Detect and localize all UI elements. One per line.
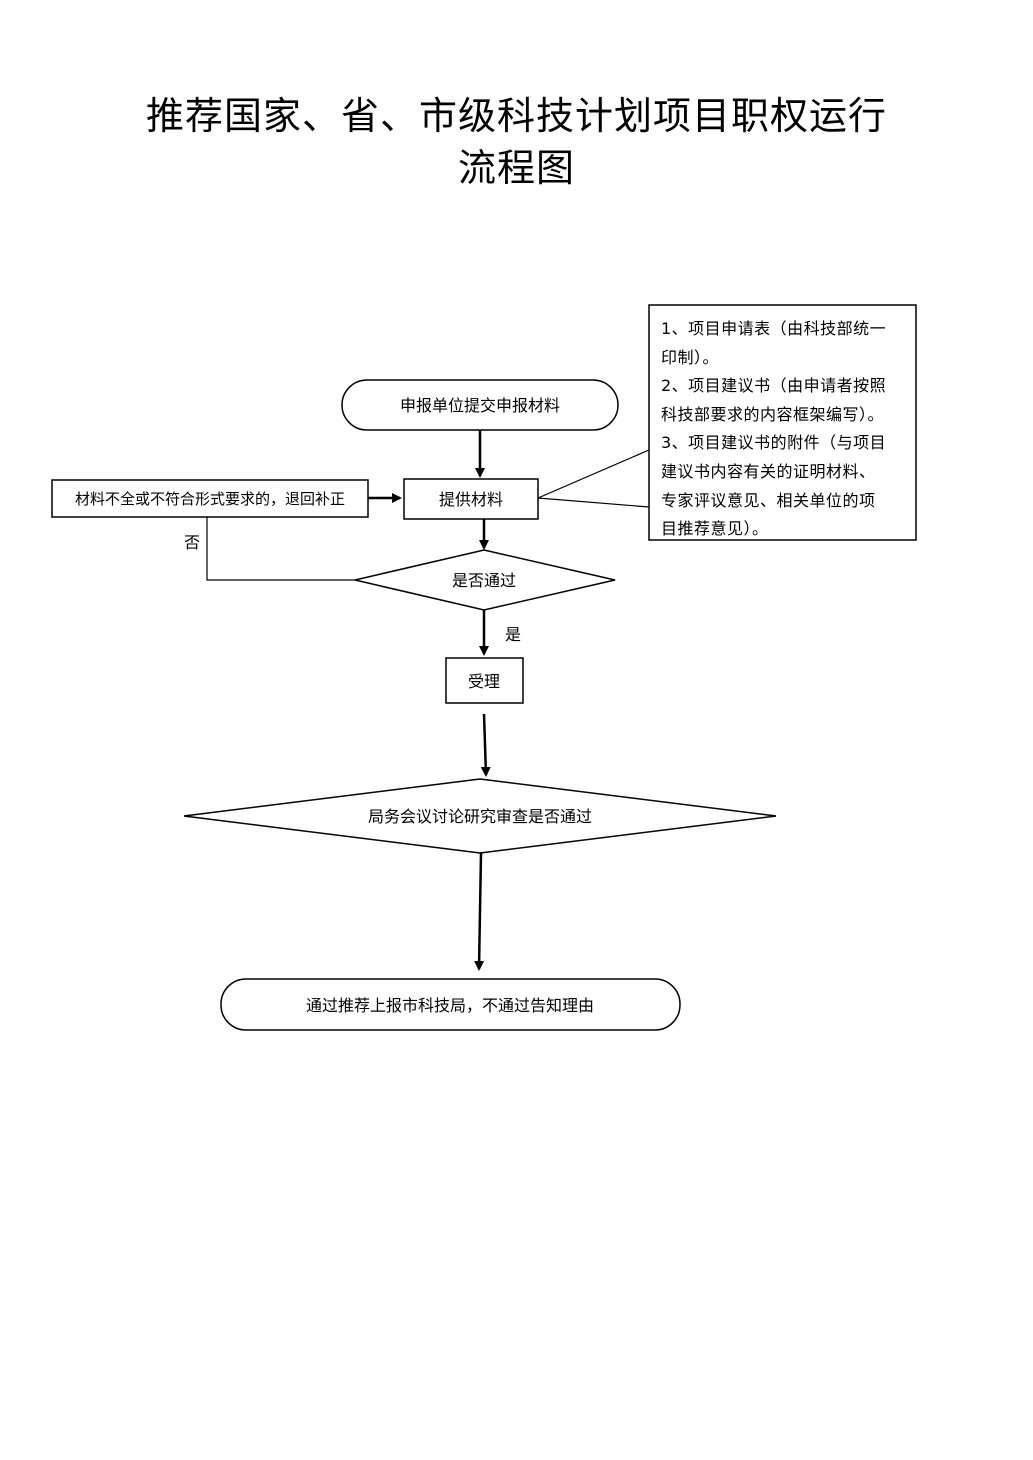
reject-node-label: 材料不全或不符合形式要求的，退回补正 xyxy=(75,490,345,508)
decision-pass-label: 是否通过 xyxy=(452,571,516,590)
note-box-border xyxy=(648,304,917,541)
note-callout-lower xyxy=(537,497,650,508)
edge-decision2-to-end xyxy=(474,852,485,971)
edge-no-feedback xyxy=(206,517,355,581)
materials-note: 1、项目申请表（由科技部统一 印制）。 2、项目建议书（由申请者按照 科技部要求… xyxy=(649,305,916,540)
note-line: 科技部要求的内容框架编写）。 xyxy=(661,404,885,424)
decision-pass-node: 是否通过 xyxy=(354,549,616,611)
reject-node: 材料不全或不符合形式要求的，退回补正 xyxy=(51,479,369,518)
note-line: 2、项目建议书（由申请者按照 xyxy=(661,376,887,396)
decision-review-node: 局务会议讨论研究审查是否通过 xyxy=(183,778,777,854)
provide-materials-node: 提供材料 xyxy=(403,478,539,520)
page-subtitle: 流程图 xyxy=(457,146,575,190)
note-callout-upper xyxy=(537,449,650,499)
start-node-label: 申报单位提交申报材料 xyxy=(400,396,560,415)
note-line: 目推荐意见）。 xyxy=(661,519,769,539)
note-line: 建议书内容有关的证明材料、 xyxy=(661,461,876,481)
note-line: 1、项目申请表（由科技部统一 xyxy=(661,319,887,338)
decision-review-label: 局务会议讨论研究审查是否通过 xyxy=(368,807,592,826)
accept-node-label: 受理 xyxy=(468,672,500,691)
accept-node: 受理 xyxy=(445,657,524,704)
edge-label-no: 否 xyxy=(184,533,200,552)
start-node: 申报单位提交申报材料 xyxy=(341,379,619,431)
end-node: 通过推荐上报市科技局，不通过告知理由 xyxy=(220,978,681,1031)
note-line: 印制）。 xyxy=(661,347,720,367)
note-line: 3、项目建议书的附件（与项目 xyxy=(661,433,887,453)
note-line: 专家评议意见、相关单位的项 xyxy=(661,490,876,510)
edge-accept-to-decision2 xyxy=(480,713,491,777)
provide-materials-label: 提供材料 xyxy=(439,490,503,509)
edge-label-yes: 是 xyxy=(505,625,521,644)
page-title: 推荐国家、省、市级科技计划项目职权运行 xyxy=(145,94,887,138)
end-node-label: 通过推荐上报市科技局，不通过告知理由 xyxy=(306,996,594,1015)
